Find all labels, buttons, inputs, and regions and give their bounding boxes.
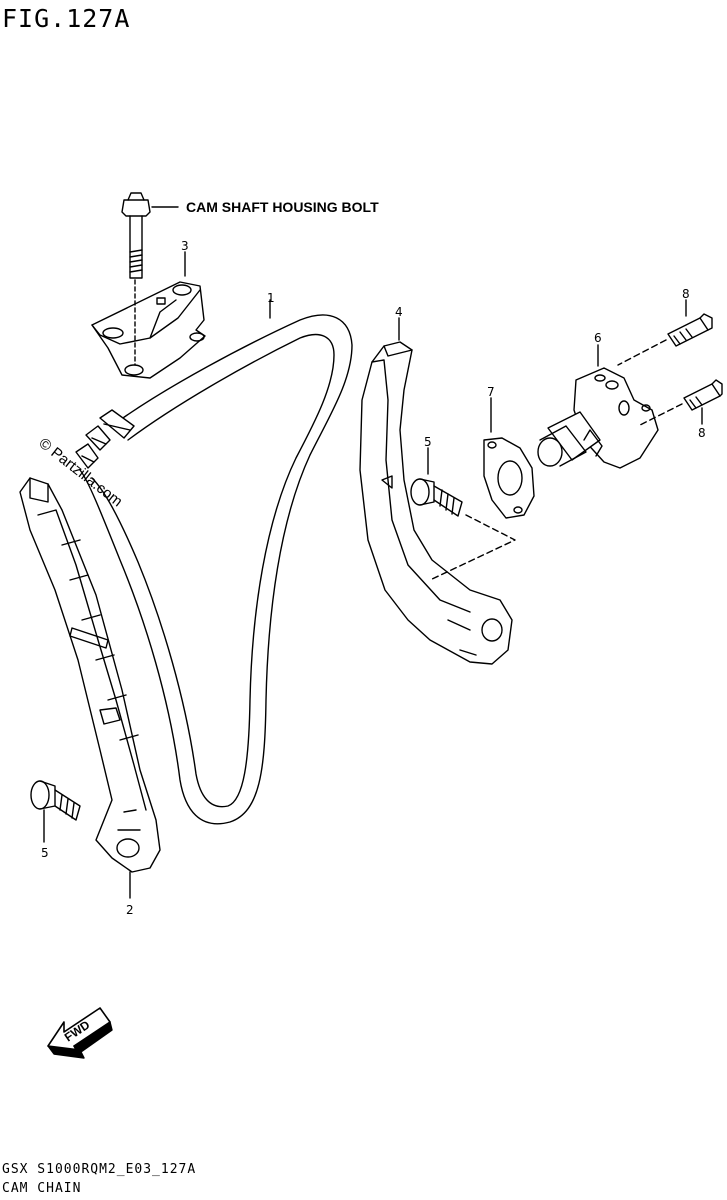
part-label-2: 2 bbox=[126, 903, 134, 917]
footer-drawing-code: GSX S1000RQM2_E03_127A bbox=[2, 1162, 197, 1177]
part-5-right-bolt[interactable] bbox=[410, 478, 463, 517]
part-label-7: 7 bbox=[487, 385, 495, 399]
leader-8-upper-dash bbox=[617, 339, 667, 366]
part-label-8-upper: 8 bbox=[682, 287, 690, 301]
cam-shaft-housing-bolt[interactable] bbox=[121, 192, 151, 279]
part-8-lower-bolt[interactable] bbox=[683, 379, 723, 411]
part-7-gasket[interactable] bbox=[483, 437, 535, 519]
part-4-chain-guide-arm[interactable] bbox=[359, 341, 513, 665]
part-1-cam-chain[interactable] bbox=[75, 314, 353, 825]
part-5-left-bolt[interactable] bbox=[30, 780, 81, 821]
part-8-upper-bolt[interactable] bbox=[667, 313, 713, 347]
leader-8-lower-dash bbox=[639, 403, 683, 426]
part-label-1: 1 bbox=[267, 291, 275, 305]
figure-title: FIG.127A bbox=[2, 4, 131, 33]
part-label-8-lower: 8 bbox=[698, 426, 706, 440]
part-2-tensioner-guide[interactable] bbox=[19, 477, 161, 873]
part-label-5-left: 5 bbox=[41, 846, 49, 860]
part-label-5-right: 5 bbox=[424, 435, 432, 449]
leader-5-to-arm bbox=[429, 514, 516, 581]
part-label-4: 4 bbox=[395, 305, 403, 319]
part-label-3: 3 bbox=[181, 239, 189, 253]
part-label-6: 6 bbox=[594, 331, 602, 345]
fwd-arrow-icon: FWD bbox=[47, 1007, 113, 1059]
part-3-upper-guide[interactable] bbox=[91, 281, 206, 379]
part-6-cam-chain-tensioner[interactable] bbox=[537, 367, 659, 469]
callout-label: CAM SHAFT HOUSING BOLT bbox=[186, 199, 379, 215]
footer-diagram-name: CAM CHAIN bbox=[2, 1181, 82, 1196]
